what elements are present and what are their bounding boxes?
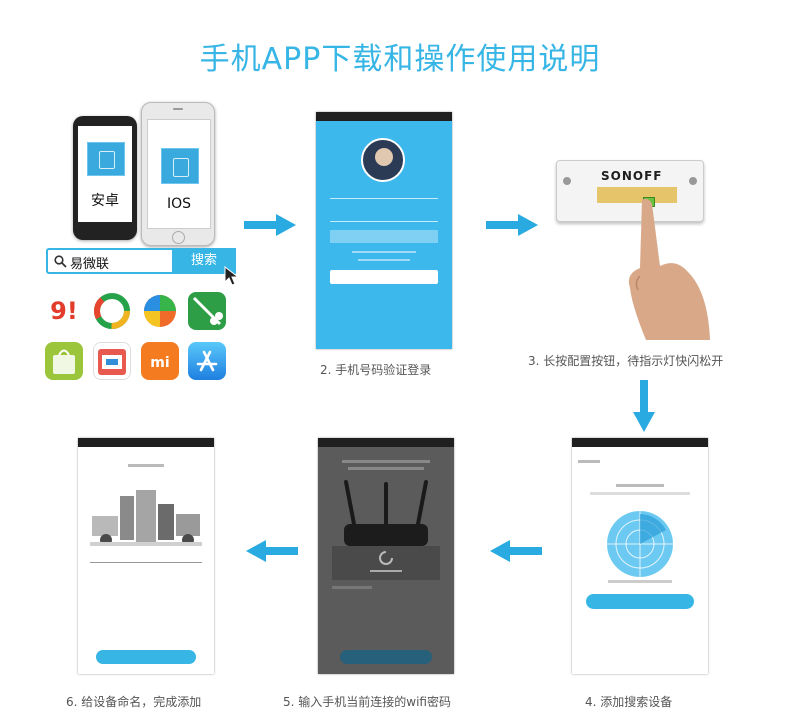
spinner-icon [379, 551, 393, 565]
connecting-dialog [332, 546, 440, 580]
complete-button[interactable] [96, 650, 196, 664]
login-screen [316, 112, 452, 349]
step-3-caption: 3. 长按配置按钮，待指示灯快闪松开 [528, 354, 724, 368]
app-icon [161, 148, 199, 184]
step-2-caption: 2. 手机号码验证登录 [320, 363, 432, 377]
store-icon-91[interactable]: 9! [50, 297, 78, 325]
password-field[interactable] [330, 221, 438, 222]
wifi-password-screen [318, 438, 454, 674]
step-4-caption: 4. 添加搜索设备 [585, 695, 673, 709]
search-icon [54, 255, 67, 268]
store-icon-wandoujia[interactable] [188, 292, 226, 330]
search-devices-button[interactable] [586, 594, 694, 609]
page-title: 手机APP下载和操作使用说明 [199, 42, 601, 77]
finger-hand [628, 198, 710, 340]
appliances-image [90, 490, 202, 546]
store-icon-360[interactable] [93, 292, 131, 330]
device-name-input[interactable] [90, 562, 202, 563]
store-icon-baidu[interactable] [141, 292, 179, 330]
confirm-button[interactable] [340, 650, 432, 664]
search-bar: 易微联 搜索 [46, 248, 236, 274]
phone-field[interactable] [330, 198, 438, 199]
ios-phone: IOS [141, 102, 215, 246]
arrow-left-icon [246, 540, 298, 562]
store-icon-googleplay[interactable] [45, 342, 83, 380]
ios-label: IOS [166, 196, 192, 212]
router-icon [344, 480, 428, 546]
cursor-icon [224, 266, 240, 286]
search-input[interactable]: 易微联 [70, 257, 110, 272]
avatar [361, 138, 405, 182]
search-button[interactable]: 搜索 [172, 248, 236, 274]
step-6-caption: 6. 给设备命名，完成添加 [66, 695, 202, 709]
sonoff-device: Sonoff [556, 160, 704, 222]
radar-icon [607, 511, 673, 577]
arrow-down-icon [633, 380, 655, 432]
android-label: 安卓 [91, 193, 119, 209]
store-icon-appstore[interactable] [188, 342, 226, 380]
register-button[interactable] [330, 270, 438, 284]
arrow-left-icon [490, 540, 542, 562]
app-icon [87, 142, 125, 176]
step-5-caption: 5. 输入手机当前连接的wifi密码 [283, 695, 451, 709]
search-device-screen [572, 438, 708, 674]
name-device-screen [78, 438, 214, 674]
store-icon-appchina[interactable] [93, 342, 131, 380]
store-icon-mi[interactable]: mi [141, 342, 179, 380]
arrow-right-icon [244, 214, 296, 236]
login-button[interactable] [330, 230, 438, 243]
android-phone: 安卓 [73, 116, 137, 240]
arrow-right-icon [486, 214, 538, 236]
device-brand: Sonoff [601, 169, 663, 183]
